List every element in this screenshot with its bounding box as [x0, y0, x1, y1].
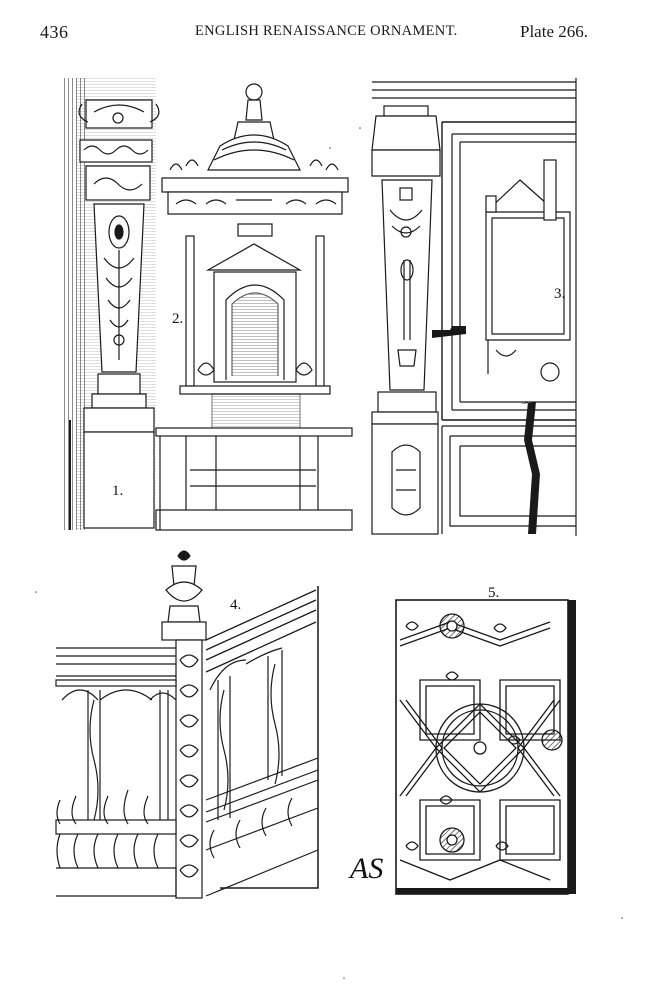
figure-1-number: 1.	[112, 483, 123, 499]
staircase-balustrade-icon	[55, 550, 319, 899]
page-number: 436	[40, 22, 69, 42]
artist-monogram: AS	[350, 852, 384, 885]
figure-5-number: 5.	[488, 585, 499, 601]
figure-3-number: 3.	[554, 286, 565, 302]
panelled-wall-icon	[371, 78, 577, 536]
canopied-pew-icon	[155, 83, 353, 531]
plate-label: Plate 266.	[520, 22, 588, 41]
figure-2-number: 2.	[172, 311, 183, 327]
strapwork-ceiling-icon	[395, 599, 576, 895]
figure-4-number: 4.	[230, 597, 241, 613]
carved-pilaster-icon	[64, 78, 160, 530]
running-title: ENGLISH RENAISSANCE ORNAMENT.	[195, 23, 458, 39]
paper-specks	[35, 127, 623, 979]
page-header: 436 ENGLISH RENAISSANCE ORNAMENT. Plate …	[0, 0, 645, 60]
